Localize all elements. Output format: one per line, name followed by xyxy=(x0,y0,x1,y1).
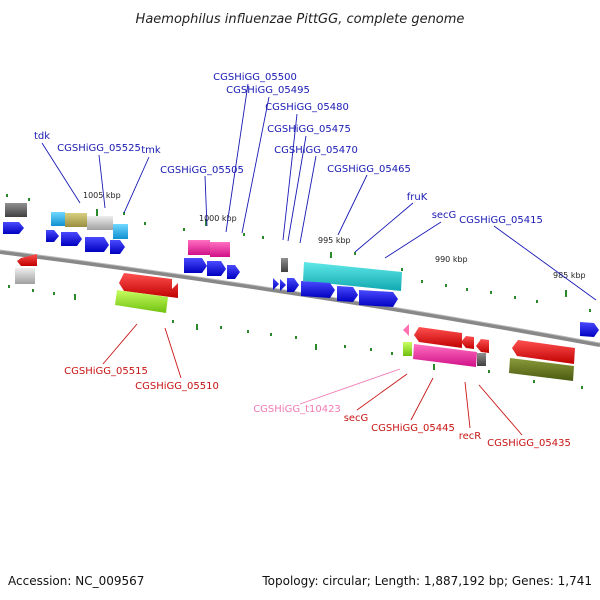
map-title: Haemophilus influenzae PittGG, complete … xyxy=(136,12,465,27)
gene-feature[interactable] xyxy=(51,212,65,226)
tick-marks-inner xyxy=(8,285,583,389)
cds-forward-arrow[interactable] xyxy=(337,286,358,302)
gene-feature[interactable] xyxy=(413,344,477,367)
cds-forward-arrow[interactable] xyxy=(301,281,335,298)
genome-summary-text: Topology: circular; Length: 1,887,192 bp… xyxy=(261,574,592,588)
genome-backbone-highlight xyxy=(0,249,600,344)
gene-label-cgshigg-t10423[interactable]: CGSHiGG_t10423 xyxy=(253,404,341,415)
gene-label-secg-bottom[interactable]: secG xyxy=(344,413,369,424)
gene-label-cgshigg-05505[interactable]: CGSHiGG_05505 xyxy=(160,165,244,176)
cds-forward-arrow[interactable] xyxy=(359,290,398,307)
cds-forward-arrow[interactable] xyxy=(184,258,207,273)
gene-label-cgshigg-05500[interactable]: CGSHiGG_05500 xyxy=(213,72,297,83)
leader-line-trna xyxy=(299,368,401,405)
kbp-label-1005: 1005 kbp xyxy=(83,191,121,200)
gene-feature[interactable] xyxy=(281,258,288,272)
kbp-label-995: 995 kbp xyxy=(318,236,351,245)
cds-reverse-arrow[interactable] xyxy=(414,327,462,348)
gene-label-tmk[interactable]: tmk xyxy=(141,145,161,156)
leader-lines-bottom xyxy=(102,323,523,436)
gene-label-cgshigg-05415[interactable]: CGSHiGG_05415 xyxy=(459,215,543,226)
gene-label-cgshigg-05470[interactable]: CGSHiGG_05470 xyxy=(274,145,358,156)
cds-forward-arrow[interactable] xyxy=(280,279,286,291)
gene-label-secg-top[interactable]: secG xyxy=(432,210,457,221)
kbp-label-985: 985 kbp xyxy=(553,271,586,280)
gene-feature[interactable] xyxy=(210,242,230,257)
gene-feature[interactable] xyxy=(15,268,35,284)
cds-reverse-arrow[interactable] xyxy=(119,273,178,298)
cds-reverse-arrow[interactable] xyxy=(476,339,489,353)
gene-label-cgshigg-05495[interactable]: CGSHiGG_05495 xyxy=(226,85,310,96)
kbp-label-1000: 1000 kbp xyxy=(199,214,237,223)
accession-text: Accession: NC_009567 xyxy=(8,574,144,588)
gene-feature[interactable] xyxy=(5,203,27,217)
gene-label-tdk[interactable]: tdk xyxy=(34,131,50,142)
gene-feature[interactable] xyxy=(303,262,402,291)
cds-forward-arrow[interactable] xyxy=(85,237,109,252)
leader-lines-top xyxy=(41,83,597,301)
cds-forward-arrow[interactable] xyxy=(3,222,24,234)
gene-label-cgshigg-05435[interactable]: CGSHiGG_05435 xyxy=(487,438,571,449)
cds-reverse-arrow[interactable] xyxy=(17,254,37,266)
cds-forward-arrow[interactable] xyxy=(61,232,82,246)
gene-feature[interactable] xyxy=(403,342,412,356)
gene-feature[interactable] xyxy=(509,358,574,381)
kbp-label-990: 990 kbp xyxy=(435,255,468,264)
gene-feature[interactable] xyxy=(113,224,128,239)
cds-forward-arrow[interactable] xyxy=(273,278,279,290)
cds-forward-arrow[interactable] xyxy=(46,230,59,242)
gene-label-recr[interactable]: recR xyxy=(459,431,482,442)
cds-reverse-arrow[interactable] xyxy=(461,336,474,349)
gene-label-cgshigg-05515[interactable]: CGSHiGG_05515 xyxy=(64,366,148,377)
cds-forward-arrow[interactable] xyxy=(287,278,299,292)
gene-feature[interactable] xyxy=(87,216,113,230)
gene-label-cgshigg-05465[interactable]: CGSHiGG_05465 xyxy=(327,164,411,175)
genome-backbone xyxy=(0,250,600,347)
tick-marks-outer xyxy=(6,194,591,312)
cds-forward-arrow[interactable] xyxy=(227,265,240,279)
gene-feature[interactable] xyxy=(115,290,168,313)
gene-label-fruk[interactable]: fruK xyxy=(407,192,428,203)
cds-forward-arrow[interactable] xyxy=(207,261,226,276)
cds-reverse-arrow[interactable] xyxy=(512,340,575,364)
gene-label-cgshigg-05480[interactable]: CGSHiGG_05480 xyxy=(265,102,349,113)
gene-feature[interactable] xyxy=(477,353,486,366)
trna-feature[interactable] xyxy=(403,324,409,336)
cds-forward-arrow[interactable] xyxy=(110,240,125,254)
gene-label-cgshigg-05525[interactable]: CGSHiGG_05525 xyxy=(57,143,141,154)
gene-feature[interactable] xyxy=(188,240,210,255)
gene-label-cgshigg-05510[interactable]: CGSHiGG_05510 xyxy=(135,381,219,392)
gene-label-cgshigg-05445[interactable]: CGSHiGG_05445 xyxy=(371,423,455,434)
gene-label-cgshigg-05475[interactable]: CGSHiGG_05475 xyxy=(267,124,351,135)
gene-feature[interactable] xyxy=(65,213,87,227)
cds-forward-arrow[interactable] xyxy=(580,322,599,337)
